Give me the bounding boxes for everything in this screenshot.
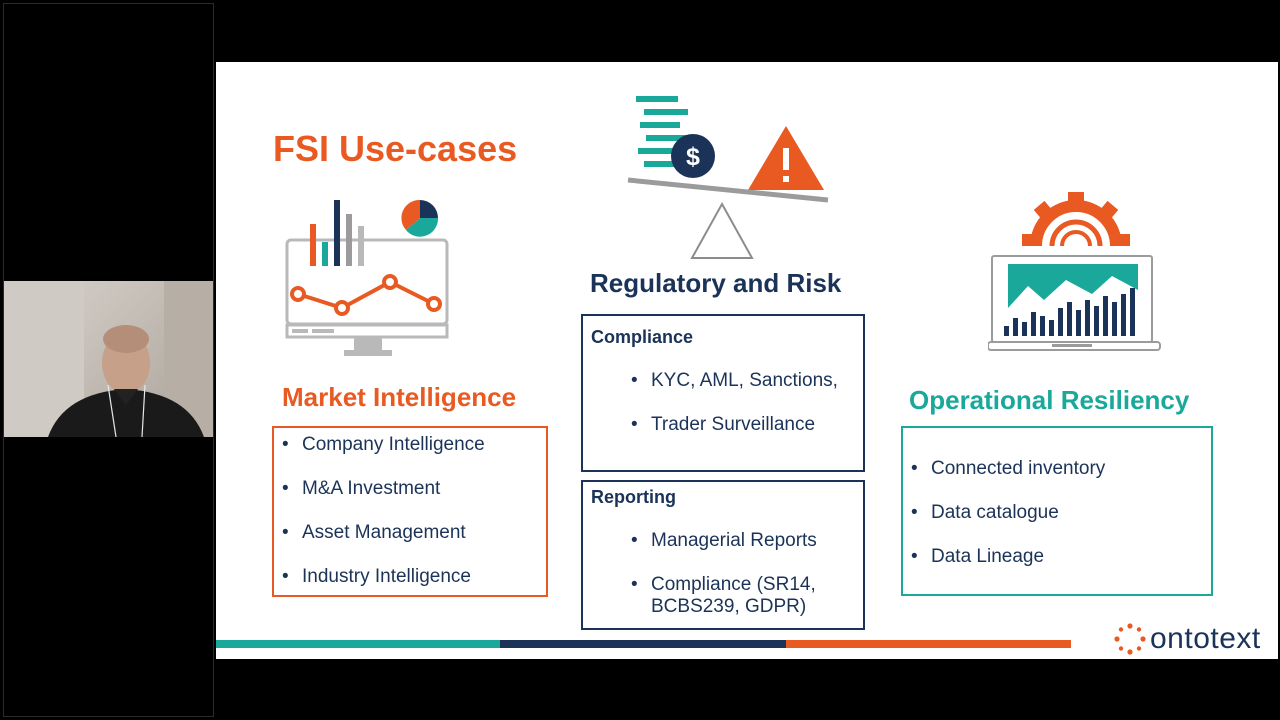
reporting-heading: Reporting [591,487,676,507]
list-item: Industry Intelligence [282,566,485,588]
regulatory-risk-heading: Regulatory and Risk [590,268,842,298]
market-intelligence-box: Company Intelligence M&A Investment Asse… [272,426,548,597]
operational-resiliency-box: Connected inventory Data catalogue Data … [901,426,1213,596]
list-item: Compliance (SR14, BCBS239, GDPR) [631,574,851,618]
svg-text:$: $ [686,143,700,171]
list-item: Managerial Reports [631,530,851,552]
presenter-webcam-video [4,281,213,437]
ontotext-logo-text: ontotext [1150,622,1261,655]
list-item: Data Lineage [911,546,1105,568]
market-intelligence-heading: Market Intelligence [282,382,517,412]
list-item: Company Intelligence [282,434,485,456]
ontotext-logo-icon [1114,623,1146,655]
list-item: Connected inventory [911,458,1105,480]
ontotext-logo: ontotext [1114,622,1261,656]
reporting-box: Reporting Managerial Reports Compliance … [581,480,865,630]
bottom-bar-teal [216,640,500,648]
operational-resiliency-heading: Operational Resiliency [909,385,1190,415]
list-item: Data catalogue [911,502,1105,524]
list-item: Trader Surveillance [631,414,838,436]
bottom-bar-orange [786,640,1071,648]
presentation-slide: FSI Use-cases Market Intelligence Compan… [216,62,1278,659]
list-item: Asset Management [282,522,485,544]
list-item: M&A Investment [282,478,485,500]
gear-laptop-chart-icon [988,192,1161,351]
coins-scale-warning-icon: $ [627,96,829,259]
slide-title: FSI Use-cases [273,128,518,169]
compliance-box: Compliance KYC, AML, Sanctions, Trader S… [581,314,865,472]
compliance-heading: Compliance [591,327,694,347]
list-item: KYC, AML, Sanctions, [631,370,838,392]
dashboard-chart-icon [285,199,449,356]
bottom-bar-navy [500,640,786,648]
